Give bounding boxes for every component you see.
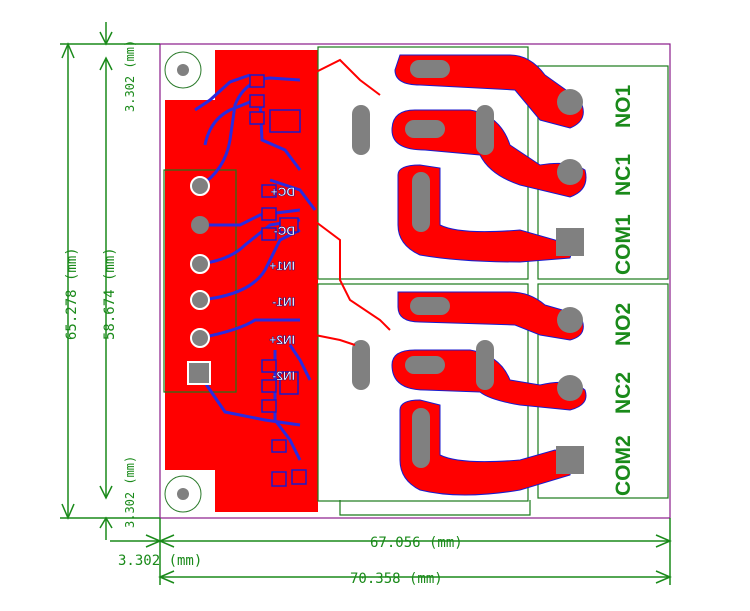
label-dc-plus: DC+ xyxy=(271,185,295,199)
dim-inner-width: 67.056 (mm) xyxy=(370,535,463,551)
label-no1: NO1 xyxy=(612,85,635,129)
dim-top-margin: 3.302 (mm) xyxy=(123,40,137,112)
relay-signal-traces xyxy=(289,58,391,346)
input-header-outline xyxy=(163,169,237,393)
label-nc1: NC1 xyxy=(612,154,635,196)
label-dc-minus: DC- xyxy=(274,224,295,238)
mounting-holes xyxy=(164,51,202,513)
copper-pour-left xyxy=(165,50,318,512)
label-com2: COM2 xyxy=(612,435,635,496)
label-in1-plus: IN1+ xyxy=(269,259,295,273)
dimension-lines xyxy=(60,22,672,585)
label-no2: NO2 xyxy=(612,303,635,346)
dim-left-margin: 3.302 (mm) xyxy=(118,553,202,569)
label-com1: COM1 xyxy=(612,214,635,275)
dim-bottom-margin: 3.302 (mm) xyxy=(123,456,137,528)
smd-pads xyxy=(249,74,307,487)
label-in1-minus: IN1- xyxy=(272,295,295,309)
relay-pads xyxy=(352,60,494,468)
label-nc2: NC2 xyxy=(612,372,635,414)
dim-overall-width: 70.358 (mm) xyxy=(350,571,443,587)
input-header-pads xyxy=(187,176,211,385)
label-in2-minus: IN2- xyxy=(272,369,295,383)
label-in2-plus: IN2+ xyxy=(269,333,295,347)
relay-2-foot xyxy=(339,500,531,516)
dim-overall-height: 65.278 (mm) xyxy=(64,247,80,340)
dim-inner-height: 58.674 (mm) xyxy=(102,247,118,340)
terminal-pads xyxy=(556,89,584,474)
